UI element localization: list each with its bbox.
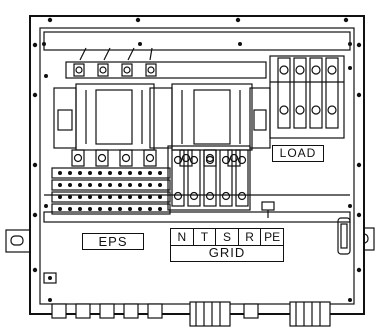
phase-label-r: R <box>239 229 262 245</box>
breaker-lower-terminals <box>71 149 241 167</box>
breaker-block-left <box>53 83 173 151</box>
phase-label-t: T <box>194 229 217 245</box>
load-label: LOAD <box>272 145 324 162</box>
side-latch <box>337 217 351 255</box>
ground-marker <box>43 272 57 284</box>
cable-glands <box>51 301 331 327</box>
upper-terminal-strip <box>65 47 267 79</box>
phase-label-n: N <box>171 229 194 245</box>
enclosure-screws <box>32 17 362 302</box>
grid-label: GRID <box>170 245 284 262</box>
earth-clip <box>261 201 275 218</box>
phase-label-pe: PE <box>264 230 281 244</box>
grid-terminal-block <box>167 145 251 211</box>
grid-phase-labels: N T S R PE <box>170 228 284 246</box>
phase-label-s: S <box>216 229 239 245</box>
eps-busbar-terminals <box>51 167 171 215</box>
enclosure-outer <box>29 15 365 315</box>
eps-label: EPS <box>82 233 144 250</box>
top-rail <box>43 31 351 51</box>
din-rail-bottom <box>43 211 351 223</box>
load-terminal-block <box>269 55 345 139</box>
